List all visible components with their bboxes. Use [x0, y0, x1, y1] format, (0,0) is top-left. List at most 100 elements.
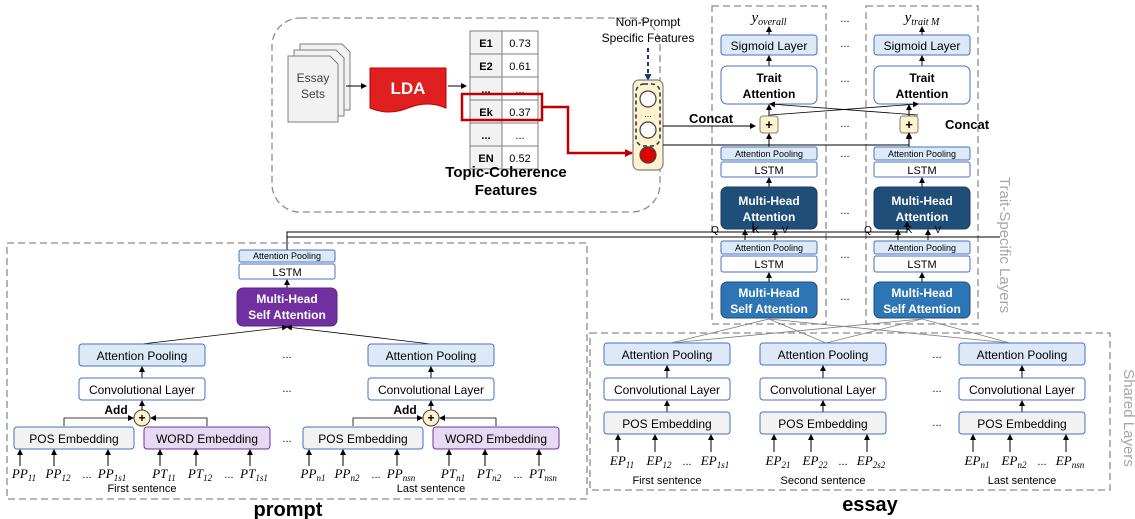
concat-plus-label: +: [905, 117, 913, 132]
topic-caption-1: Topic-Coherence: [445, 164, 566, 181]
mha-label-2: Attention: [743, 210, 796, 224]
prompt-token-ellipsis: ...: [224, 469, 233, 481]
trait-ellipsis-6: ...: [840, 249, 849, 261]
trait-attention-pooling-label-2: Attention Pooling: [888, 243, 956, 253]
trait-ellipsis-5: ...: [840, 205, 849, 217]
feature-node-column: ...: [632, 79, 664, 171]
v-label: V: [935, 225, 942, 236]
table-key-2: ...: [481, 84, 490, 96]
table-value-4: ...: [515, 130, 524, 142]
trait-attention-pooling-label: Attention Pooling: [888, 149, 956, 159]
table-key-5: EN: [478, 153, 493, 165]
essay-ellipsis-0: ...: [932, 349, 941, 361]
sigmoid-layer-label: Sigmoid Layer: [731, 39, 808, 53]
prompt-attention-pooling-small-label: Attention Pooling: [253, 251, 321, 261]
non-prompt-label-1: Non-Prompt: [616, 15, 681, 29]
essay-pos-embedding-box: [603, 411, 731, 435]
table-value-3: 0.37: [509, 107, 530, 119]
prompt-mhsa-label-2: Self Attention: [248, 308, 326, 322]
trait-ellipsis-4: ...: [840, 148, 849, 160]
table-value-cell: [501, 145, 539, 170]
prompt-pos-embedding-label: POS Embedding: [29, 432, 118, 446]
ek-to-node-arrow: [542, 105, 633, 157]
essay-title: essay: [842, 494, 898, 516]
prompt-ellipsis-0: ...: [282, 349, 291, 361]
essay-to-mhsa-line: [921, 318, 1011, 344]
essay-conv-label: Convolutional Layer: [770, 383, 876, 397]
essay-to-mhsa-line: [670, 318, 923, 344]
prompt-token: PT11: [151, 466, 176, 483]
trait-attention-label-1: Trait: [756, 71, 781, 85]
trait-output-label: ytrait M: [903, 10, 940, 28]
prompt-pos-embedding-box: [302, 426, 424, 450]
prompt-add-label: Add: [393, 403, 416, 417]
table-key-0: E1: [479, 38, 492, 50]
essay-conv-label: Convolutional Layer: [969, 383, 1075, 397]
non-prompt-label-2: Specific Features: [602, 31, 695, 45]
v-label: V: [782, 225, 789, 236]
shared-layers-label: Shared Layers: [1120, 369, 1135, 467]
sigmoid-layer-label: Sigmoid Layer: [884, 39, 961, 53]
essay-ellipsis-2: ...: [932, 417, 941, 429]
prompt-sentence-label: Last sentence: [397, 483, 466, 495]
arrow-pos-to-add: [352, 415, 423, 426]
lda-label: LDA: [391, 79, 426, 98]
table-value-1: 0.61: [509, 61, 530, 73]
prompt-panel-border: [6, 242, 588, 500]
q-label: Q: [864, 225, 872, 236]
prompt-ellipsis-2: ...: [282, 433, 291, 445]
prompt-token: PPnsn: [386, 466, 416, 483]
essay-sentence-label: Last sentence: [988, 475, 1057, 487]
trait-output-label: yoverall: [750, 10, 787, 28]
prompt-sentence-label: First sentence: [107, 483, 176, 495]
topic-feature-node: [639, 146, 657, 164]
essay-sets-stack: Essay Sets: [287, 43, 351, 123]
k-label: K: [753, 225, 760, 236]
trait-lstm-label: LSTM: [754, 165, 783, 177]
arrow-pos-to-add: [63, 415, 134, 426]
prompt-word-embedding-box: [143, 426, 271, 450]
trait-ellipsis-1: ...: [840, 38, 849, 50]
mha-label-1: Multi-Head: [891, 194, 952, 208]
essay-to-mhsa-line: [768, 318, 1011, 344]
essay-pos-embedding-label: POS Embedding: [977, 417, 1066, 431]
essay-sentence-label: First sentence: [632, 475, 701, 487]
trait-attention-pooling-label: Attention Pooling: [735, 149, 803, 159]
essay-attention-pooling-label: Attention Pooling: [977, 348, 1068, 362]
trait-attention-pooling-label-2: Attention Pooling: [735, 243, 803, 253]
essay-token: EPn2: [1001, 453, 1027, 470]
prompt-pos-embedding-box: [13, 426, 135, 450]
prompt-conv-label: Convolutional Layer: [378, 383, 484, 397]
prompt-add-plus: +: [138, 411, 145, 425]
trait-lstm-label-2: LSTM: [907, 259, 936, 271]
concat-label-right: Concat: [945, 117, 990, 132]
trait-attention-pooling-box: [720, 146, 818, 161]
trait-column-overall-border: [711, 5, 827, 325]
prompt-attention-pooling-small-box: [238, 249, 336, 263]
prompt-token: PPn2: [334, 466, 360, 483]
feature-node-2: [639, 121, 657, 139]
prompt-word-embedding-box: [432, 426, 560, 450]
feature-node-dots: ...: [644, 109, 652, 119]
essay-attention-pooling-label: Attention Pooling: [778, 348, 869, 362]
essay-panel-border: [589, 332, 1111, 491]
prompt-conv-label: Convolutional Layer: [89, 383, 195, 397]
multi-head-self-attention-box: [720, 281, 818, 319]
table-key-4: ...: [481, 130, 490, 142]
essay-token-ellipsis: ...: [1037, 456, 1046, 468]
trait-attention-label-2: Attention: [743, 87, 796, 101]
prompt-token: PTn1: [440, 466, 465, 483]
mhsa-label-1: Multi-Head: [891, 286, 952, 300]
prompt-token: PTnsn: [528, 466, 557, 483]
essay-ellipsis-1: ...: [932, 383, 941, 395]
q-label: Q: [711, 225, 719, 236]
prompt-attention-pooling-label: Attention Pooling: [97, 349, 188, 363]
prompt-to-attention-lines: [286, 221, 1000, 250]
trait-lstm-label-2: LSTM: [754, 259, 783, 271]
essay-token-ellipsis: ...: [682, 456, 691, 468]
prompt-attention-pooling-label: Attention Pooling: [386, 349, 477, 363]
prompt-token: PP12: [45, 466, 71, 483]
trait-ellipsis-7: ...: [840, 291, 849, 303]
